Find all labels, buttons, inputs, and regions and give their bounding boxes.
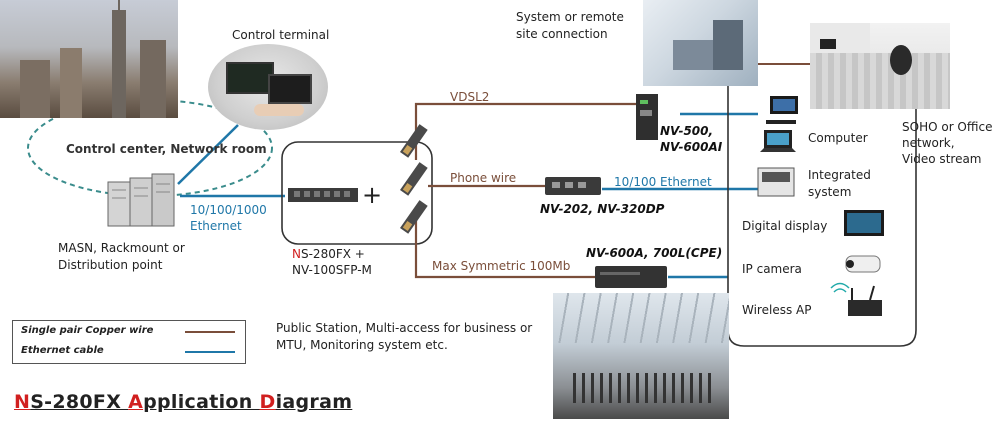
city-skyline-photo (0, 0, 178, 118)
sfp-module-top (400, 124, 428, 158)
nv500-device (636, 94, 658, 140)
legend-copper-label: Single pair Copper wire (21, 325, 154, 336)
ethernet-speed-label: 10/100/1000 (190, 203, 267, 217)
ethernet-word-label: Ethernet (190, 219, 242, 233)
control-terminal-label: Control terminal (232, 28, 330, 42)
title-d: D (259, 391, 276, 413)
legend-box: Single pair Copper wire Ethernet cable (12, 320, 246, 364)
sfp-module-middle (400, 162, 428, 196)
system-remote-label-line2: site connection (516, 27, 608, 41)
phone-wire-label: Phone wire (450, 171, 517, 185)
title-n: N (14, 391, 31, 413)
soho-label-line2: network, (902, 136, 955, 150)
ns280fx-label-rest: S-280FX + (300, 247, 365, 261)
ethernet-terminal-to-rack (177, 124, 239, 185)
computer-device-icon (766, 96, 798, 124)
nv600a-device (595, 266, 667, 288)
system-remote-label-line1: System or remote (516, 10, 624, 24)
legend-ethernet-swatch (185, 351, 235, 353)
masn-label-line1: MASN, Rackmount or (58, 241, 185, 255)
title-pplication: pplication (143, 391, 260, 413)
nv600ai-label: NV-600AI (660, 140, 723, 154)
plus-sign: + (362, 181, 383, 209)
sfp-module-bottom (400, 200, 428, 234)
public-station-photo (553, 293, 729, 419)
laptop-device-icon (760, 130, 796, 152)
vdsl2-label: VDSL2 (450, 90, 490, 104)
fast-ethernet-label: 10/100 Ethernet (614, 175, 712, 189)
public-station-label-line1: Public Station, Multi-access for busines… (276, 321, 533, 335)
ns280fx-label: NS-280FX + (292, 247, 365, 262)
digital-display-icon (844, 210, 884, 236)
diagram-title: NS-280FX Application Diagram (14, 391, 352, 413)
max-symmetric-label: Max Symmetric 100Mb (432, 259, 571, 273)
rack-servers (107, 173, 175, 227)
nv202-device (545, 177, 601, 195)
control-terminal-photo (208, 44, 328, 130)
integrated-label-line2: system (808, 185, 852, 199)
masn-label-line2: Distribution point (58, 258, 163, 272)
wireless-ap-label: Wireless AP (742, 303, 812, 317)
ip-camera-icon (845, 255, 881, 273)
control-center-label: Control center, Network room (66, 142, 267, 156)
office-photo (810, 23, 950, 109)
switch-group-box (281, 141, 433, 245)
integrated-system-icon (757, 167, 795, 197)
soho-label-line1: SOHO or Office (902, 120, 993, 134)
nv500-label: NV-500, (660, 124, 714, 138)
nv100sfp-label: NV-100SFP-M (292, 263, 372, 277)
remote-site-photo (643, 0, 758, 86)
nv600a-label: NV-600A, 700L(CPE) (586, 246, 723, 260)
soho-label-line3: Video stream (902, 152, 982, 166)
vdsl2-copper-line (414, 102, 636, 160)
ip-camera-label: IP camera (742, 262, 802, 276)
ns280fx-switch-device (288, 188, 358, 202)
title-s280fx: S-280FX (30, 391, 129, 413)
legend-ethernet-label: Ethernet cable (21, 345, 104, 356)
title-a: A (128, 391, 144, 413)
max-symmetric-line (414, 214, 595, 279)
computer-label: Computer (808, 131, 868, 145)
wireless-ap-icon (830, 282, 882, 316)
public-station-label-line2: MTU, Monitoring system etc. (276, 338, 448, 352)
digital-display-label: Digital display (742, 219, 828, 233)
integrated-label-line1: Integrated (808, 168, 871, 182)
nv202-label: NV-202, NV-320DP (540, 202, 665, 216)
ns280fx-label-n: N (292, 247, 301, 261)
legend-copper-swatch (185, 331, 235, 333)
title-iagram: iagram (275, 391, 353, 413)
